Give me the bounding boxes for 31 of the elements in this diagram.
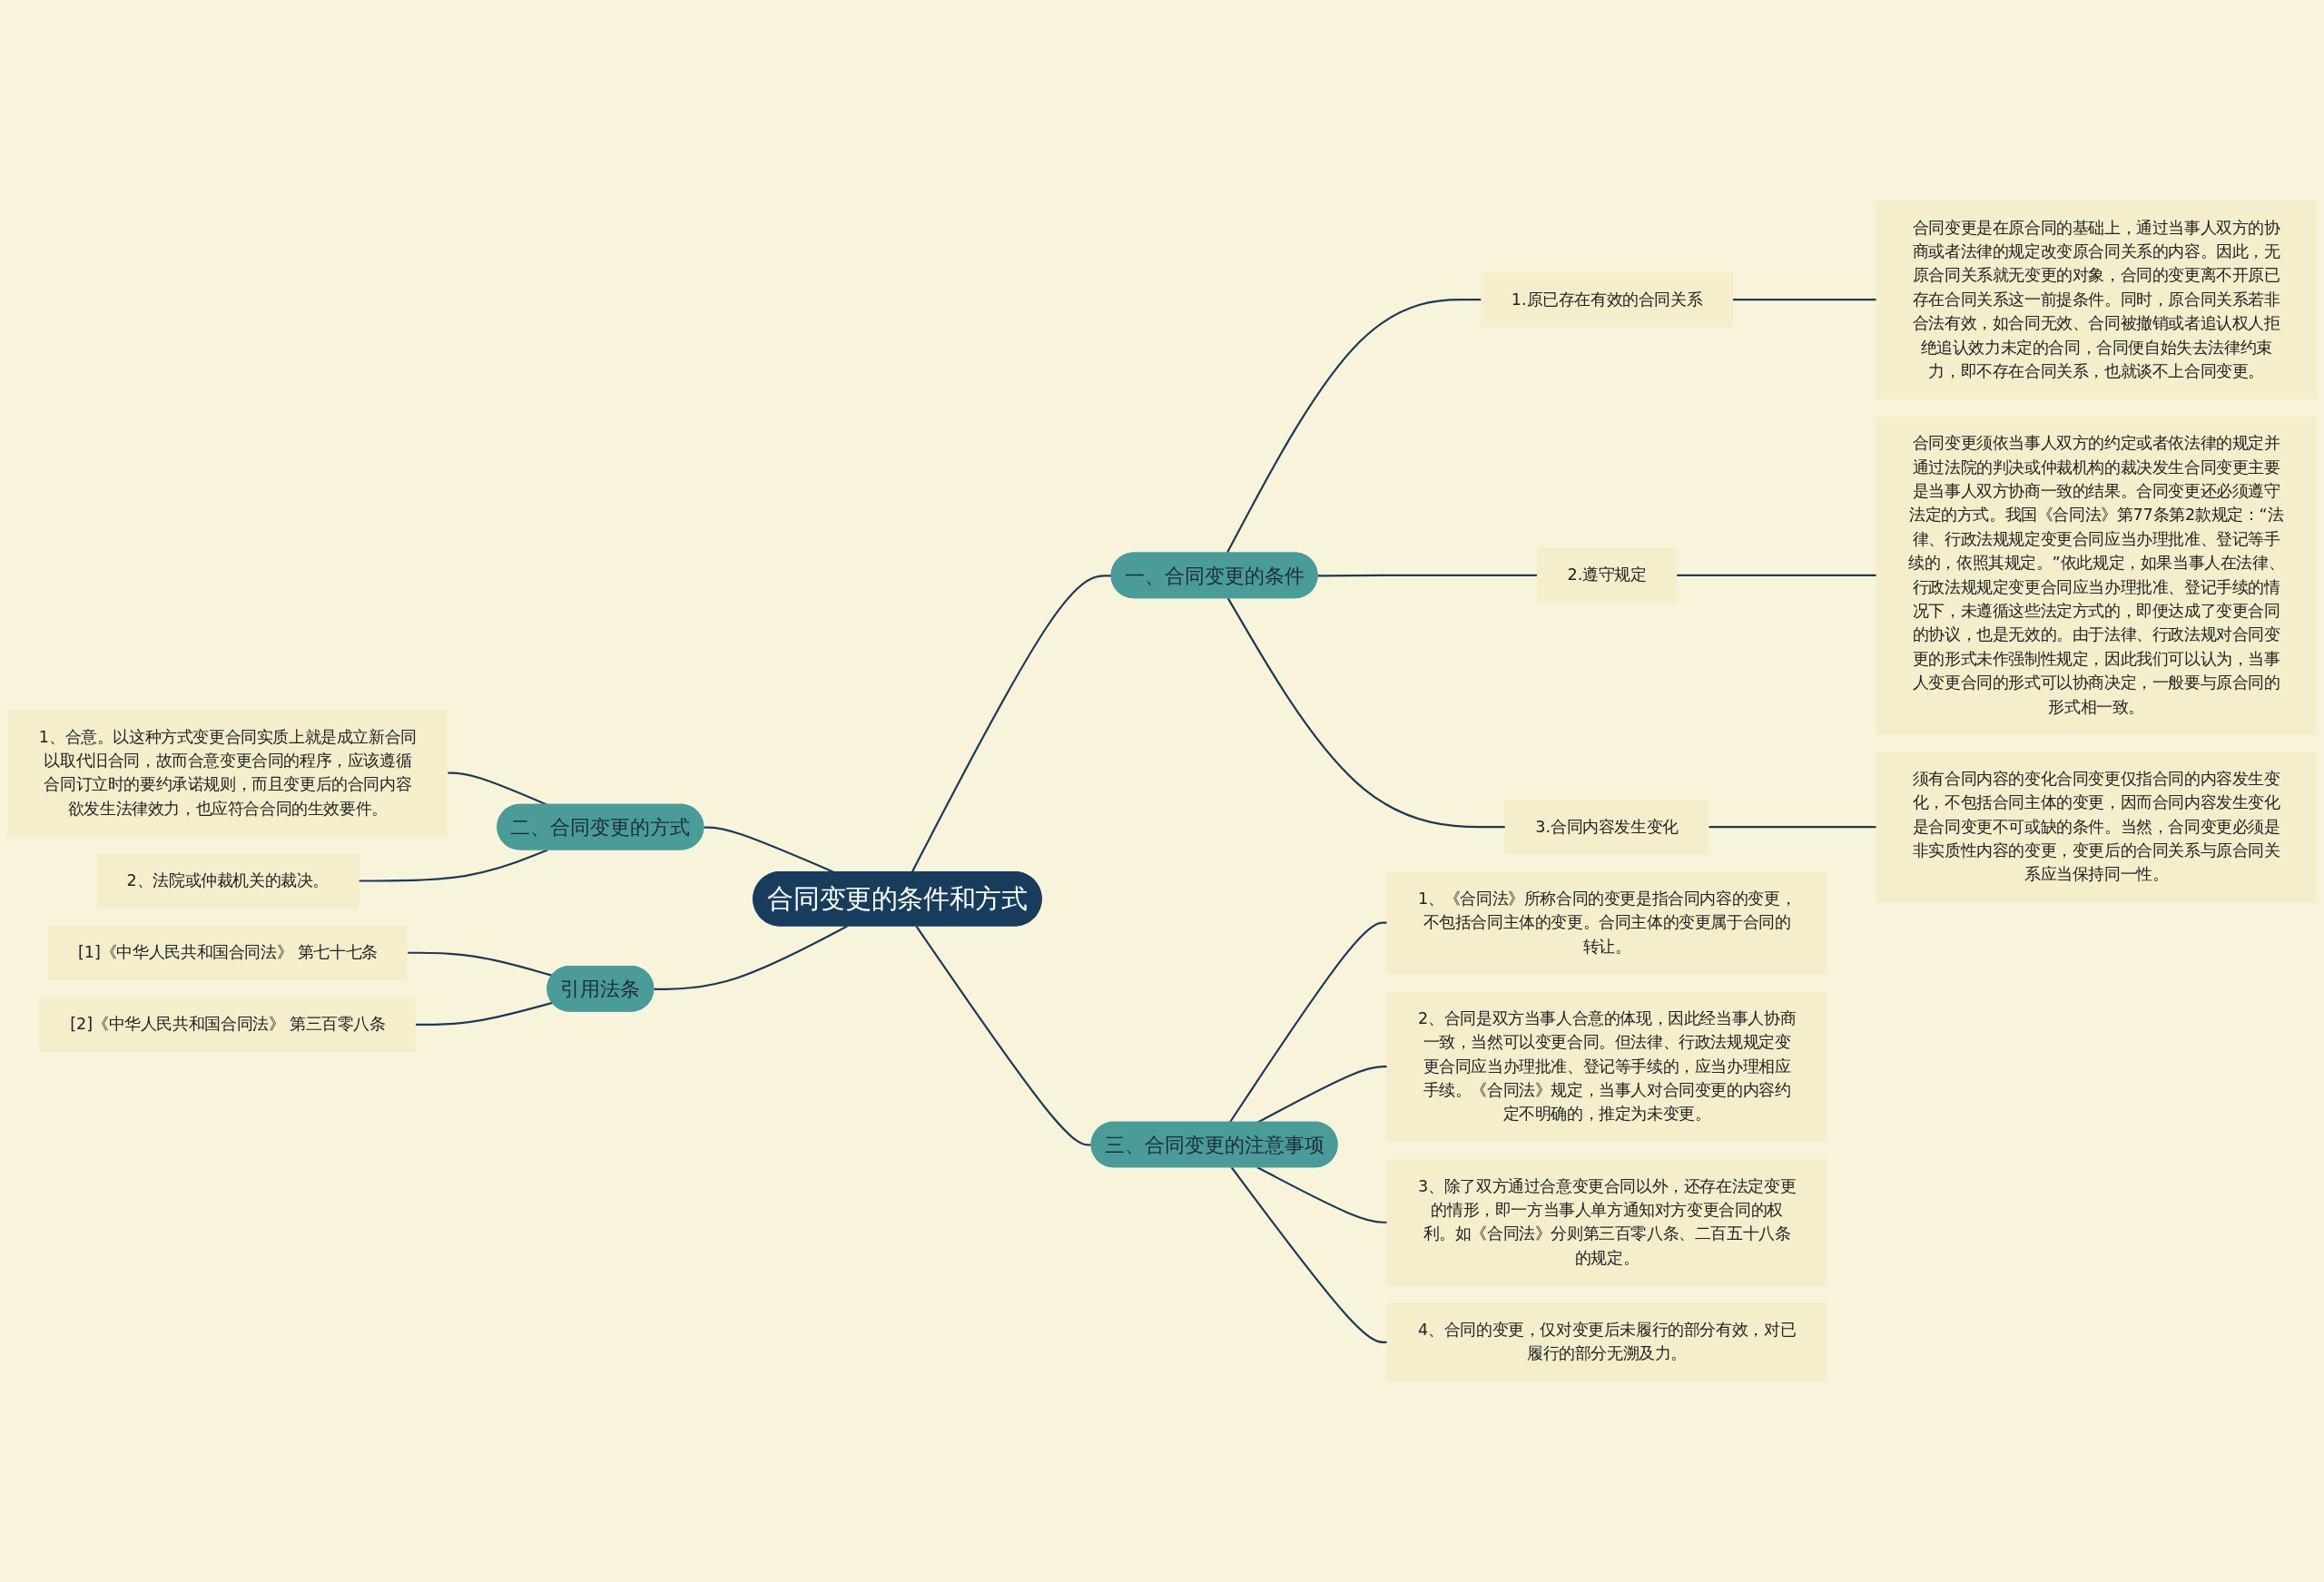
node-box [7,709,448,837]
connector [1676,574,1877,576]
node-box [1876,200,2317,399]
connector [1230,1166,1388,1343]
node-box [1504,799,1709,855]
node-box [96,853,359,909]
connector [1708,826,1877,829]
connector [1256,1166,1388,1223]
connector [911,575,1112,873]
connector [407,951,553,977]
connector [447,771,548,806]
node-box [1386,991,1827,1143]
connector [1732,299,1877,301]
node-box [1386,1302,1827,1382]
node-box [1876,416,2317,735]
connector [1226,597,1506,829]
connector [1256,1066,1388,1124]
node-box [1876,752,2317,903]
connector [359,849,548,882]
connector [915,925,1092,1146]
connector [1228,921,1388,1124]
node-box [1536,547,1678,604]
node-box [39,997,417,1053]
connector [654,925,848,990]
node-box [1386,871,1827,975]
connector [415,1001,553,1027]
connector [1317,574,1538,577]
node-box [1386,1158,1827,1286]
node-box [1481,271,1733,328]
node-box [47,925,409,980]
connector [1226,299,1482,555]
